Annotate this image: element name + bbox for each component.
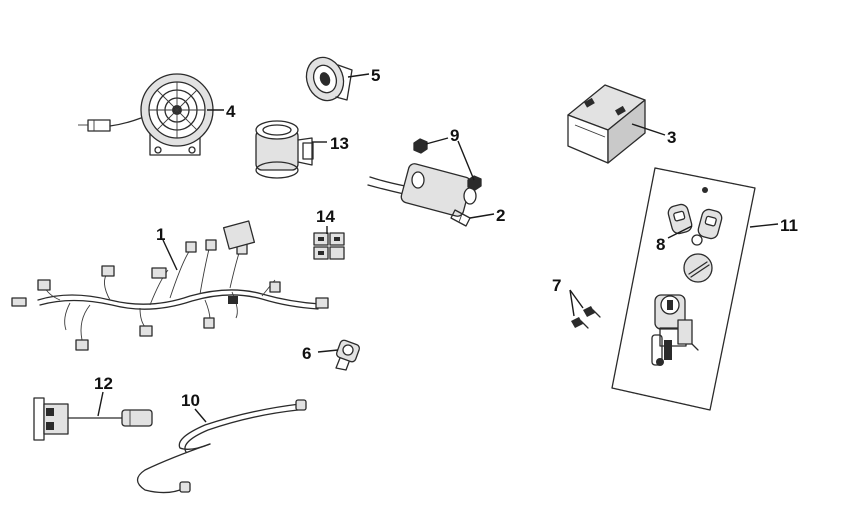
horn (305, 56, 353, 102)
coil-nuts (413, 138, 482, 191)
callout-labels: 1 2 3 4 5 6 7 8 9 10 11 12 13 14 (94, 66, 798, 410)
socket-lead (33, 397, 153, 441)
callout-8: 8 (656, 235, 665, 254)
callout-9: 9 (450, 126, 459, 145)
relay-connector (335, 339, 360, 371)
ignition-coil (367, 163, 477, 227)
callout-13: 13 (330, 134, 349, 153)
lock-set-card (611, 167, 756, 411)
battery (567, 84, 646, 164)
wiring-harness (11, 220, 329, 351)
callout-4: 4 (226, 102, 236, 121)
callout-10: 10 (181, 391, 200, 410)
ignition-lock (651, 294, 699, 366)
alarm-speaker (78, 73, 214, 156)
cable (136, 399, 307, 494)
callout-3: 3 (667, 128, 676, 147)
callout-14: 14 (316, 207, 335, 226)
callout-1: 1 (156, 225, 165, 244)
callout-6: 6 (302, 344, 311, 363)
callout-2: 2 (496, 206, 505, 225)
callout-12: 12 (94, 374, 113, 393)
flasher-relay (255, 120, 314, 179)
callout-11: 11 (780, 216, 798, 235)
remote-keys (667, 203, 723, 246)
bolts (571, 306, 601, 329)
leader-lines (97, 73, 779, 423)
callout-5: 5 (371, 66, 380, 85)
callout-7: 7 (552, 276, 561, 295)
fuse-holders (313, 232, 345, 260)
